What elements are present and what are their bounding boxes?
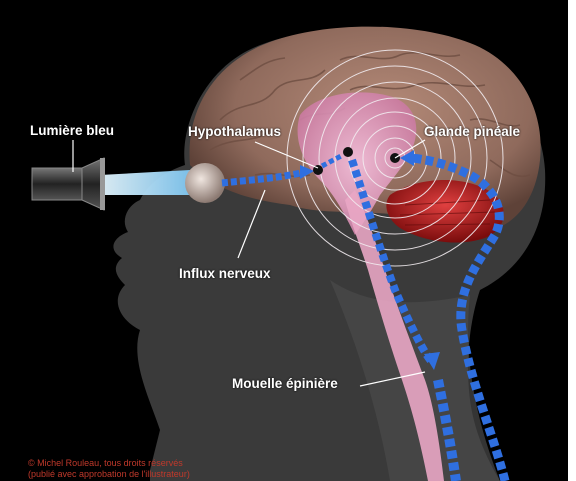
frame-right-edge (568, 0, 576, 481)
label-nerve: Influx nerveux (179, 266, 271, 281)
hypothalamus-node-2 (343, 147, 353, 157)
eyeball-icon (185, 163, 225, 203)
credit-line-2: (publié avec approbation de l'illustrate… (28, 469, 190, 479)
label-light: Lumière bleu (30, 123, 114, 138)
label-pineal: Glande pinéale (424, 124, 520, 139)
label-spinal: Mouelle épinière (232, 376, 338, 391)
credit-line-1: © Michel Rouleau, tous droits réservés (28, 458, 183, 468)
label-hypothalamus: Hypothalamus (188, 124, 281, 139)
